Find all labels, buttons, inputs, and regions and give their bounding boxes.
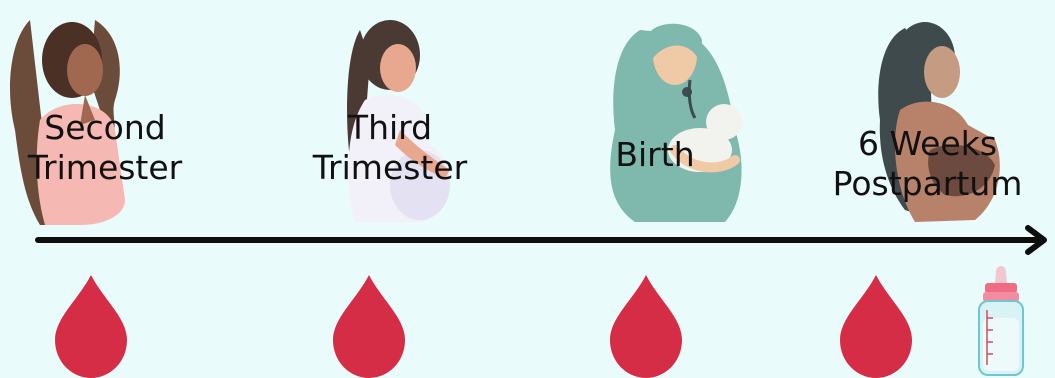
stage-label-birth: Birth [590, 135, 720, 175]
stage-label-third-trimester: Third Trimester [295, 108, 485, 188]
stage-label-second-trimester: Second Trimester [10, 108, 200, 188]
stage-label-line: Postpartum [820, 164, 1035, 204]
baby-bottle-icon [979, 266, 1023, 375]
stage-label-line: 6 Weeks [820, 124, 1035, 164]
timeline-arrow [38, 228, 1044, 252]
stage-label-line: Trimester [295, 148, 485, 188]
stage-label-postpartum: 6 Weeks Postpartum [820, 124, 1035, 204]
blood-drop-icon [610, 275, 682, 378]
stage-label-line: Birth [590, 135, 720, 175]
blood-drop-icon [333, 275, 405, 378]
blood-drop-icon [55, 275, 127, 378]
stage-label-line: Third [295, 108, 485, 148]
stage-label-line: Trimester [10, 148, 200, 188]
stage-label-line: Second [10, 108, 200, 148]
birth-nurse-illustration [610, 24, 742, 222]
blood-drop-icon [840, 275, 912, 378]
